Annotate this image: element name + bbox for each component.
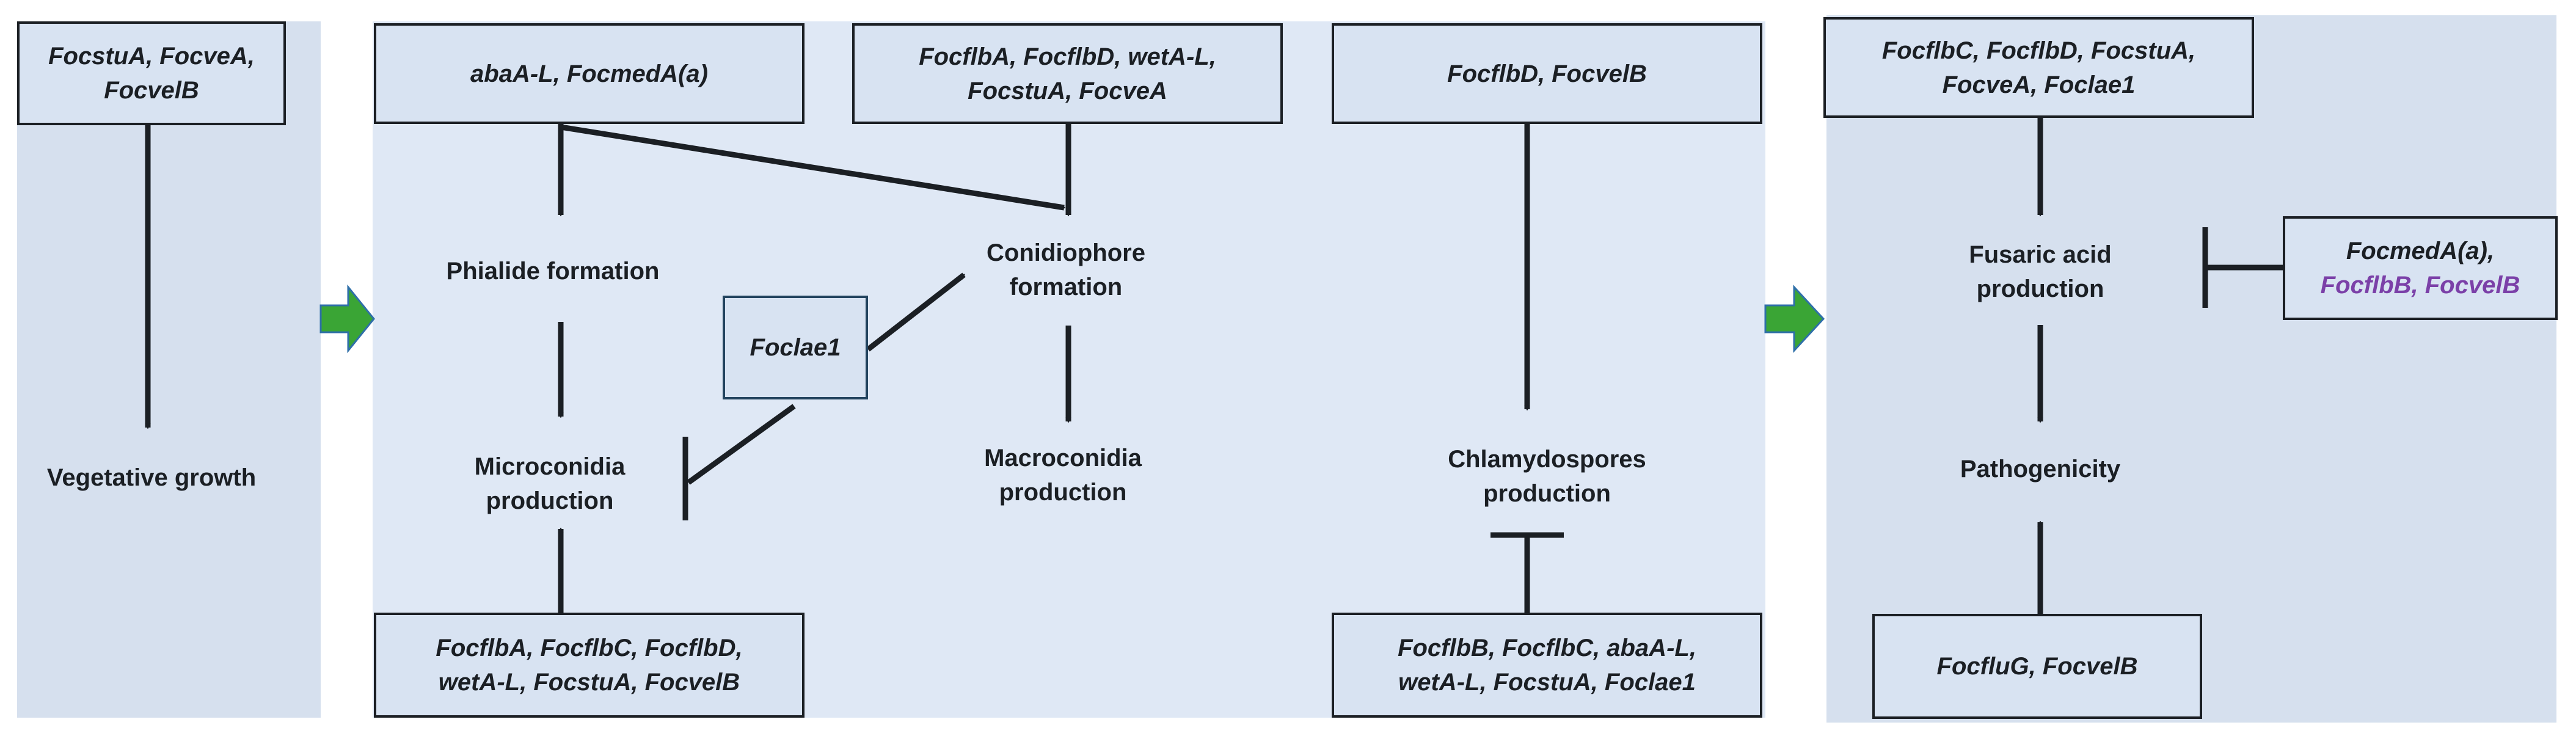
label-line: Macroconidia [984,445,1142,472]
vegetative-growth-label: Vegetative growth [46,464,257,491]
gene-list-line: FocmedA(a), [2346,238,2495,264]
gene-list: abaA-L, FocmedA(a) [470,60,708,87]
gene-list-line: wetA-L, FocstuA, Foclae1 [1398,669,1696,696]
gene-list-line: wetA-L, FocstuA, FocvelB [438,669,740,696]
phialide-formation-label: Phialide formation [446,258,660,285]
pathogenicity-label: Pathogenicity [1960,456,2121,483]
gene-list-line: FocvelB [104,77,199,104]
microconidia-production-label: Microconidia production [428,447,672,520]
gene-list-line: FocflbA, FocflbD, wetA-L, [919,43,1216,70]
pathogenicity-inducers-box: FocfluG, FocvelB [1872,614,2202,719]
microconidia-regulators-box: FocflbA, FocflbC, FocflbD, wetA-L, Focst… [374,613,805,718]
macroconidia-production-label: Macroconidia production [941,439,1185,512]
abaA-to-conidiophore-arrow [560,124,1064,211]
fusaric-acid-repressors-box: FocmedA(a), FocflbB, FocvelB [2283,216,2558,320]
transition-arrow-icon [1764,285,1825,353]
label-line: production [1976,275,2104,302]
chlamydospore-repressors-box: FocflbB, FocflbC, abaA-L, wetA-L, Focstu… [1332,613,1762,718]
foclae1-to-conidiophore-arrow [866,272,966,352]
gene-name: Foclae1 [750,334,841,361]
pathogenicity-panel [1826,15,2556,723]
foclae1-inhibition-line [687,404,796,485]
gene-list-line: FocstuA, FocveA, [48,43,255,70]
abaA-medA-box: abaA-L, FocmedA(a) [374,23,805,124]
gene-list-line: FocflbB, FocvelB [2320,272,2520,299]
vegetative-regulators-box: FocstuA, FocveA, FocvelB [17,21,286,125]
conidiophore-regulators-box: FocflbA, FocflbD, wetA-L, FocstuA, Focve… [852,23,1283,124]
gene-list-line: FocflbB, FocflbC, abaA-L, [1398,635,1696,661]
gene-list: FocfluG, FocvelB [1936,653,2138,680]
label-line: Conidiophore [987,239,1145,266]
vegetative-panel [17,21,321,718]
chlamydospore-inducers-box: FocflbD, FocvelB [1332,23,1762,124]
label-line: production [1483,480,1611,507]
gene-list-line: FocflbA, FocflbC, FocflbD, [436,635,743,661]
label-line: production [486,487,614,514]
fusaric-acid-inducers-box: FocflbC, FocflbD, FocstuA, FocveA, Focla… [1823,17,2254,118]
gene-list: FocflbD, FocvelB [1447,60,1647,87]
gene-list-line: FocstuA, FocveA [968,77,1167,104]
conidiophore-formation-label: Conidiophore formation [932,233,1200,307]
label-line: formation [1009,274,1123,301]
label-line: Fusaric acid [1969,241,2112,268]
chlamydospores-production-label: Chlamydospores production [1411,440,1683,513]
transition-arrow-icon [319,284,375,354]
gene-list-line: FocveA, Foclae1 [1942,71,2136,98]
label-line: production [999,479,1127,506]
label-line: Chlamydospores [1448,446,1646,473]
fusaric-acid-production-label: Fusaric acid production [1912,235,2169,308]
gene-list-line: FocflbC, FocflbD, FocstuA, [1881,37,2196,64]
foclae1-box: Foclae1 [723,296,868,399]
label-line: Microconidia [474,453,626,480]
